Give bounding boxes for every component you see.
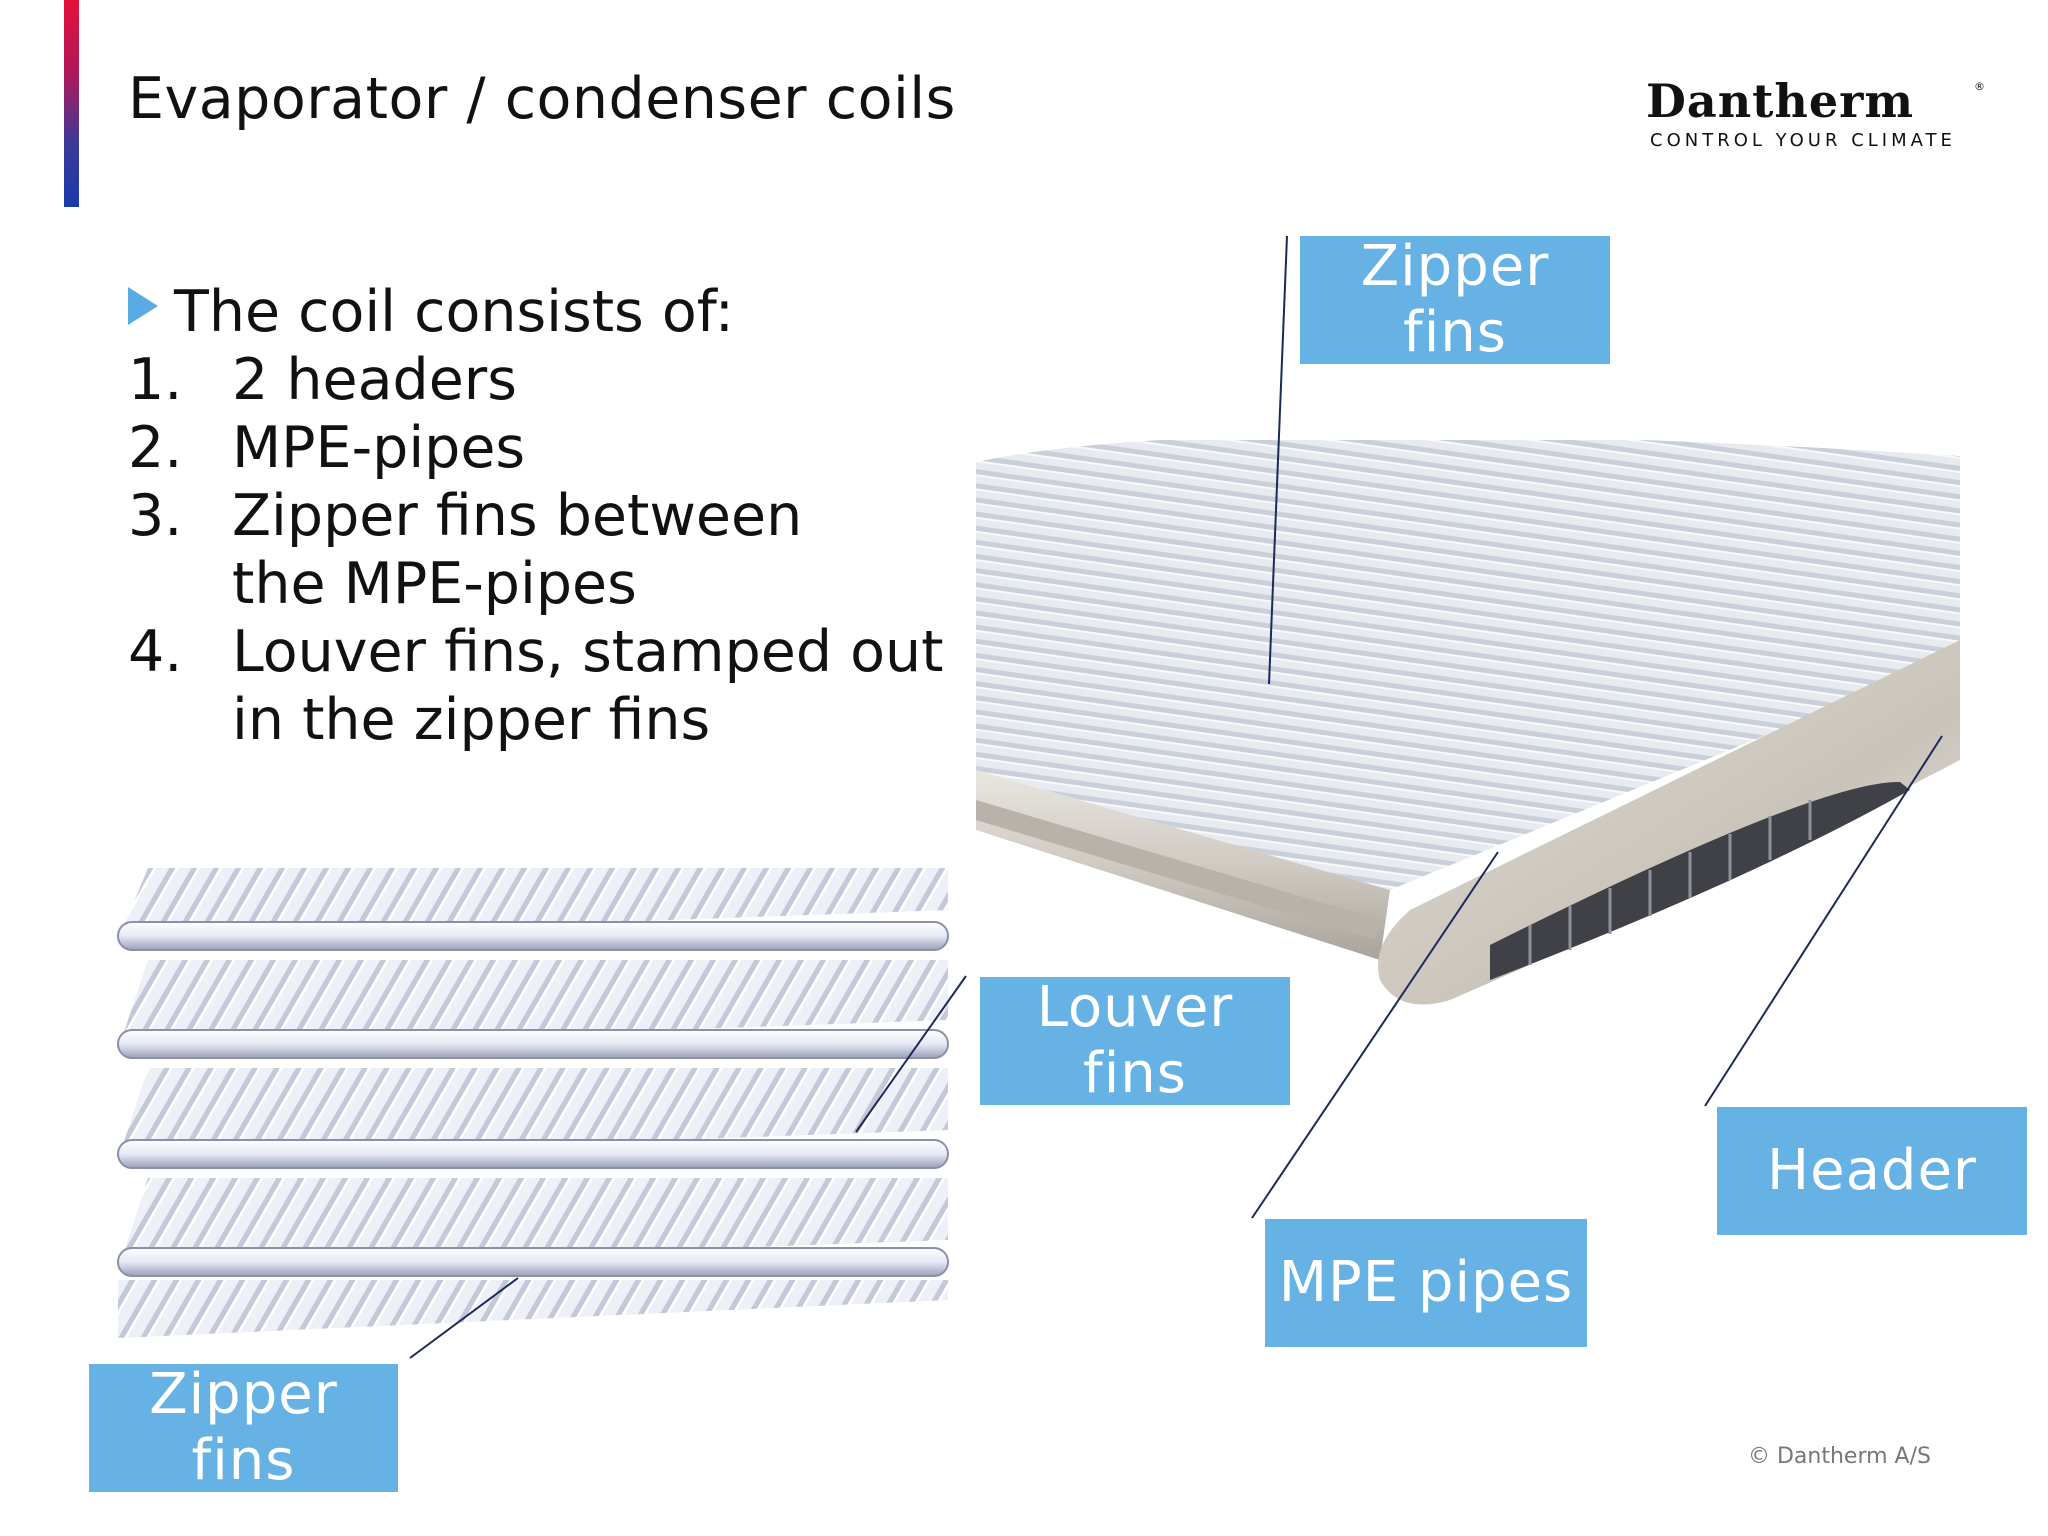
- coil-frame-rail: [976, 800, 1380, 940]
- coil-photo-illustration: [976, 440, 1960, 1005]
- zipper-fin-row: [117, 1178, 949, 1277]
- list-item: 3. Zipper fins between the MPE-pipes: [128, 482, 943, 618]
- coil-component-list: 1. 2 headers 2. MPE-pipes 3. Zipper fins be…: [128, 346, 943, 754]
- intro-text: The coil consists of:: [174, 279, 734, 345]
- leader-louver-fins: [855, 975, 967, 1133]
- logo-tagline: CONTROL YOUR CLIMATE: [1650, 130, 1956, 151]
- intro-line: The coil consists of:: [128, 280, 734, 344]
- coil-panel-surface: [976, 440, 1960, 890]
- zipper-fin-base: [118, 1280, 948, 1338]
- callout-header: Header: [1717, 1107, 2027, 1235]
- coil-header-tube: [1378, 640, 1960, 1005]
- logo-registered-mark: ®: [1974, 80, 1985, 93]
- zipper-fin-row: [117, 868, 949, 951]
- dantherm-logo: Dantherm ® CONTROL YOUR CLIMATE: [1646, 76, 1986, 156]
- zipper-fin-row: [117, 1068, 949, 1169]
- leader-zipper-fins-bottom: [409, 1277, 519, 1359]
- list-item-number: 4.: [128, 619, 183, 685]
- bullet-triangle-icon: [128, 287, 158, 325]
- list-item: 2. MPE-pipes: [128, 414, 943, 482]
- list-item-text: MPE-pipes: [232, 415, 526, 481]
- zipper-fins-illustration: [117, 868, 949, 1338]
- leader-zipper-fins-top: [1268, 235, 1288, 685]
- copyright-notice: © Dantherm A/S: [1748, 1444, 1931, 1469]
- list-item: 1. 2 headers: [128, 346, 943, 414]
- logo-name: Dantherm: [1646, 74, 1915, 128]
- slide-title: Evaporator / condenser coils: [128, 66, 956, 132]
- list-item-text: 2 headers: [232, 347, 517, 413]
- list-item: 4. Louver fins, stamped out in the zipper…: [128, 618, 943, 754]
- list-item-number: 1.: [128, 347, 183, 413]
- zipper-fin-row: [117, 960, 949, 1059]
- list-item-number: 3.: [128, 483, 183, 549]
- callout-zipper-fins-bottom: Zipper fins: [89, 1362, 398, 1493]
- callout-zipper-fins-top: Zipper fins: [1300, 234, 1610, 365]
- leader-mpe-pipes: [1251, 851, 1499, 1219]
- callout-mpe-pipes: MPE pipes: [1265, 1219, 1587, 1347]
- list-item-text: Zipper fins between the MPE-pipes: [232, 483, 803, 617]
- leader-header: [1704, 735, 1943, 1107]
- accent-bar: [64, 0, 79, 207]
- callout-louver-fins: Louver fins: [980, 975, 1290, 1106]
- list-item-number: 2.: [128, 415, 183, 481]
- list-item-text: Louver fins, stamped out in the zipper f…: [232, 619, 944, 753]
